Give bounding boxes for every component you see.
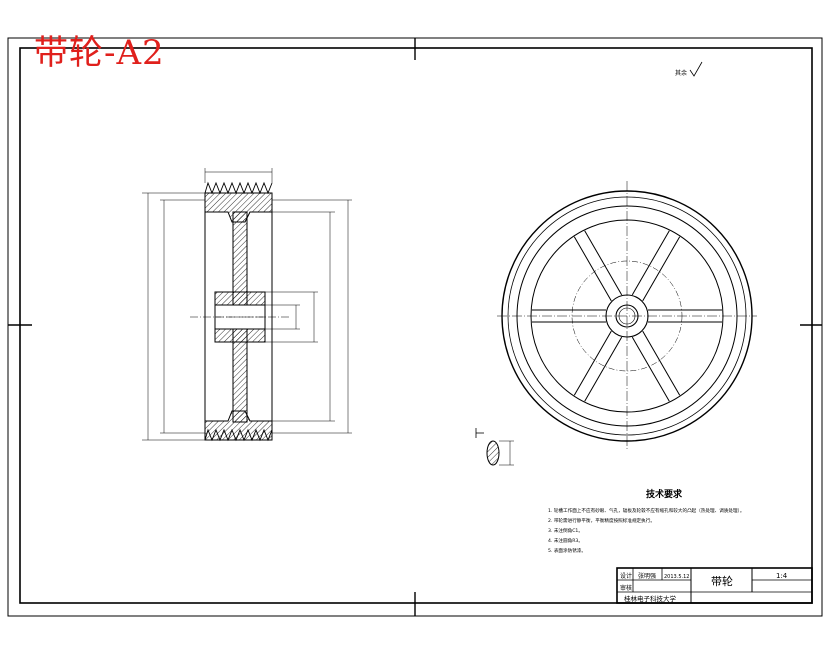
title-block: [616, 567, 813, 604]
spoke-section-detail: [475, 428, 514, 466]
tb-row-label-1: 设计: [620, 572, 632, 580]
tb-part-name: 带轮: [711, 574, 733, 588]
tech-item-2: 2. 带轮需进行静平衡，平衡精度按照标准规定执行。: [548, 517, 655, 524]
side-view-wheel: [497, 181, 757, 451]
tech-item-5: 5. 表面涂防锈漆。: [548, 547, 586, 554]
centering-marks: [8, 38, 822, 616]
tb-date: 2013.5.12: [664, 574, 689, 580]
groove-teeth-top: [204, 181, 273, 195]
tech-item-3: 3. 未注倒角C1。: [548, 527, 583, 534]
tech-item-1: 1. 轮槽工作面上不应有砂眼、气孔，辐板及轮毂不应有缩孔和较大的凸起（热处理、调…: [548, 507, 745, 514]
tech-heading: 技术要求: [646, 488, 683, 500]
outer-border: [7, 37, 823, 617]
tb-row-label-2: 审核: [620, 584, 632, 592]
svg-text:其余: 其余: [675, 69, 687, 77]
groove-teeth-bottom: [204, 428, 273, 442]
tech-requirements: 技术要求 1. 轮槽工作面上不应有砂眼、气孔，辐板及轮毂不应有缩孔和较大的凸起（…: [548, 488, 745, 554]
tb-school: 桂林电子科技大学: [624, 594, 677, 603]
tb-designer: 张明强: [638, 572, 656, 580]
roughness-symbol: 其余: [675, 61, 703, 77]
tb-scale: 1:4: [776, 572, 788, 580]
front-section-view: [142, 168, 352, 442]
spokes: [532, 230, 722, 402]
inner-border: [19, 47, 813, 604]
title-block-text: 设计 张明强 2013.5.12 审核 带轮 1:4 桂林电子科技大学: [620, 572, 788, 603]
tech-item-4: 4. 未注圆角R3。: [548, 537, 583, 544]
stamp-title: 带轮-A2: [34, 33, 165, 73]
